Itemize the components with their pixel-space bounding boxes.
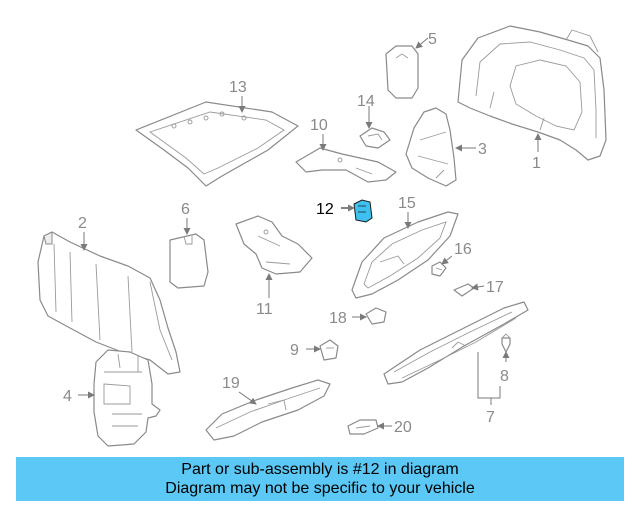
part-5-trim-cover[interactable] [385,45,419,99]
callout-17: 17 [486,279,504,296]
callout-2: 2 [78,215,87,232]
callout-12: 12 [316,201,334,218]
callout-11: 11 [256,301,273,318]
callout-9: 9 [290,342,299,359]
part-6-access-cover[interactable] [169,233,209,289]
parts-diagram: 1 2 3 4 5 6 [37,25,607,447]
callout-14: 14 [357,93,375,110]
callout-6: 6 [181,201,190,218]
part-2-quarter-panel-left[interactable] [37,231,181,375]
part-9-clip[interactable] [319,339,339,361]
callout-7: 7 [486,409,495,426]
part-15-trim-panel[interactable] [351,211,459,299]
callout-19: 19 [222,375,240,392]
part-13-load-floor[interactable] [135,101,299,187]
callout-18: 18 [329,310,347,327]
part-12-clip-highlighted[interactable] [353,199,373,223]
callout-13: 13 [229,79,247,96]
part-4-storage-bin[interactable] [93,349,161,447]
callout-5: 5 [428,31,437,48]
callout-16: 16 [454,241,472,258]
part-10-bracket[interactable] [295,147,397,183]
part-3-trim-panel[interactable] [405,107,457,187]
part-18-clip[interactable] [365,307,387,325]
part-20-bezel[interactable] [347,419,379,435]
callout-1: 1 [532,155,541,172]
info-banner: Part or sub-assembly is #12 in diagram D… [16,457,624,501]
part-11-bracket[interactable] [235,215,313,275]
part-17-clip[interactable] [453,283,475,297]
callout-10: 10 [310,117,328,134]
part-14-retainer[interactable] [359,127,391,149]
part-7-scuff-plate[interactable] [383,301,529,385]
banner-line-2: Diagram may not be specific to your vehi… [165,480,475,497]
part-8-screw[interactable] [501,333,511,353]
callout-20: 20 [394,419,412,436]
callout-15: 15 [398,195,416,212]
part-1-quarter-trim-panel[interactable] [457,25,607,161]
callout-3: 3 [478,141,487,158]
callout-4: 4 [63,388,72,405]
callout-8: 8 [500,368,509,385]
banner-line-1: Part or sub-assembly is #12 in diagram [181,461,459,478]
part-16-fastener[interactable] [431,261,447,277]
